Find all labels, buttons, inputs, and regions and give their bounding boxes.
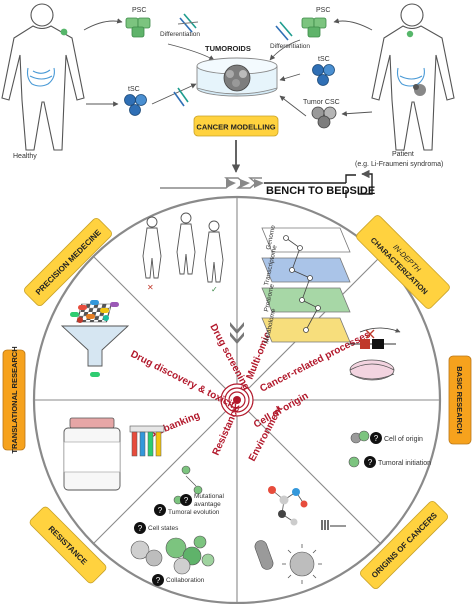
healthy-body-figure — [1, 3, 85, 151]
q-mark-cellstates: ? — [138, 524, 143, 533]
translational-research-box: TRANSLATIONAL RESEARCH — [2, 346, 26, 454]
basic-research-label: BASIC RESEARCH — [455, 366, 464, 434]
tsc-left-cells — [124, 94, 147, 116]
arrow-psc-right-to-tumoroids — [269, 39, 301, 61]
biobanking-label: Biobanking — [147, 410, 202, 441]
q-mark-collab: ? — [156, 576, 161, 585]
cell-states-label: Cell states — [148, 525, 179, 532]
cancer-modelling-label: CANCER MODELLING — [196, 123, 275, 132]
question-mark-collab-icon — [152, 574, 164, 586]
patient-body-figure — [371, 3, 455, 151]
drug-screening-label: Drug screening — [207, 322, 251, 392]
tsc-left-label: tSC — [128, 86, 140, 93]
resistance-illustration: ? Mutational avantage ? Tumoral evolutio… — [130, 465, 225, 586]
tumoral-evolution-label: Tumoral evolution — [168, 509, 220, 516]
q-mark-mutational: ? — [184, 496, 189, 505]
tsc-right-label: tSC — [318, 56, 330, 63]
differentiation-left-label: Differentiation — [160, 31, 200, 38]
arrow-tsc-right-to-tumoroids — [279, 73, 301, 82]
gene-knockout-icon — [348, 327, 401, 349]
cell-of-origin-note: Cell of origin — [384, 436, 423, 443]
biobanking-illustration — [63, 417, 165, 491]
psc-left-cells — [125, 17, 151, 38]
thymus-dot — [60, 28, 68, 36]
basic-research-box: BASIC RESEARCH — [448, 355, 472, 445]
top-panel: Healthy Patient (e.g. Li-Fraumeni syndro… — [1, 3, 455, 173]
question-mark-origin-icon — [370, 432, 382, 444]
tumoroids-dish — [196, 57, 278, 97]
arrow-csc-to-tumoroids — [279, 95, 307, 117]
q-mark-evolution: ? — [158, 506, 163, 515]
characterization-box: IN-DEPTH CHARACTERIZATION — [356, 215, 450, 309]
psc-left-label: PSC — [132, 7, 146, 14]
environment-illustration — [254, 486, 346, 584]
drug-funnel-illustration — [60, 300, 130, 377]
patient-thymus-dot — [406, 30, 414, 38]
question-mark-evolution-icon — [154, 504, 166, 516]
bench-to-bedside-label: BENCH TO BEDSIDE — [266, 185, 375, 197]
question-mark-mutational-icon — [180, 494, 192, 506]
tumor-csc-label: Tumor CSC — [303, 99, 340, 106]
tumor-mass-core — [413, 84, 419, 90]
success-mark-icon: ✓ — [211, 285, 218, 294]
dna-repair-icon — [349, 359, 395, 381]
tumoral-initiation-note: Tumoral initiation — [378, 460, 431, 467]
crispr-mid-icon — [173, 87, 189, 107]
avantage-label: avantage — [194, 501, 221, 508]
origins-of-cancers-box: ORIGINS OF CANCERS — [360, 501, 448, 589]
tumor-csc-cells — [311, 106, 337, 129]
tumoroids-label: TUMOROIDS — [205, 44, 251, 53]
q-mark-initiation: ? — [368, 458, 373, 467]
arrow-tsc-to-tumoroids — [151, 83, 197, 105]
question-mark-cellstates-icon — [134, 522, 146, 534]
question-mark-initiation-icon — [364, 456, 376, 468]
arrow-healthy-to-psc — [83, 18, 123, 31]
psc-right-cells — [301, 17, 327, 38]
q-mark-origin: ? — [374, 434, 379, 443]
drug-screening-illustration — [142, 212, 224, 283]
differentiation-right-label: Differentiation — [270, 43, 310, 50]
arrow-patient-to-csc — [341, 110, 373, 117]
target-center — [220, 383, 254, 417]
translational-research-label: TRANSLATIONAL RESEARCH — [10, 346, 19, 453]
bench-to-bedside-banner: BENCH TO BEDSIDE — [160, 169, 375, 198]
origin-illustration: ? Cell of origin ? Tumoral initiation — [348, 430, 431, 468]
psc-right-label: PSC — [316, 7, 330, 14]
center-chevrons — [230, 322, 244, 344]
collaboration-label: Collaboration — [166, 577, 205, 584]
tsc-right-cells — [312, 64, 335, 86]
cancer-modelling-box — [193, 115, 279, 137]
fail-mark-icon: ✕ — [147, 283, 154, 292]
crispr-right-icon — [275, 21, 293, 41]
research-wheel — [32, 195, 442, 604]
healthy-label: Healthy — [13, 153, 37, 160]
omics-layers — [261, 227, 351, 343]
crispr-left-icon — [177, 13, 199, 33]
arrow-patient-to-psc — [333, 18, 373, 31]
arrow-psc-to-tumoroids — [167, 43, 215, 61]
patient-label: Patient — [392, 151, 414, 158]
patient-example-label: (e.g. Li-Fraumeni syndroma) — [355, 161, 443, 168]
mutational-label: Mutational — [194, 493, 225, 500]
